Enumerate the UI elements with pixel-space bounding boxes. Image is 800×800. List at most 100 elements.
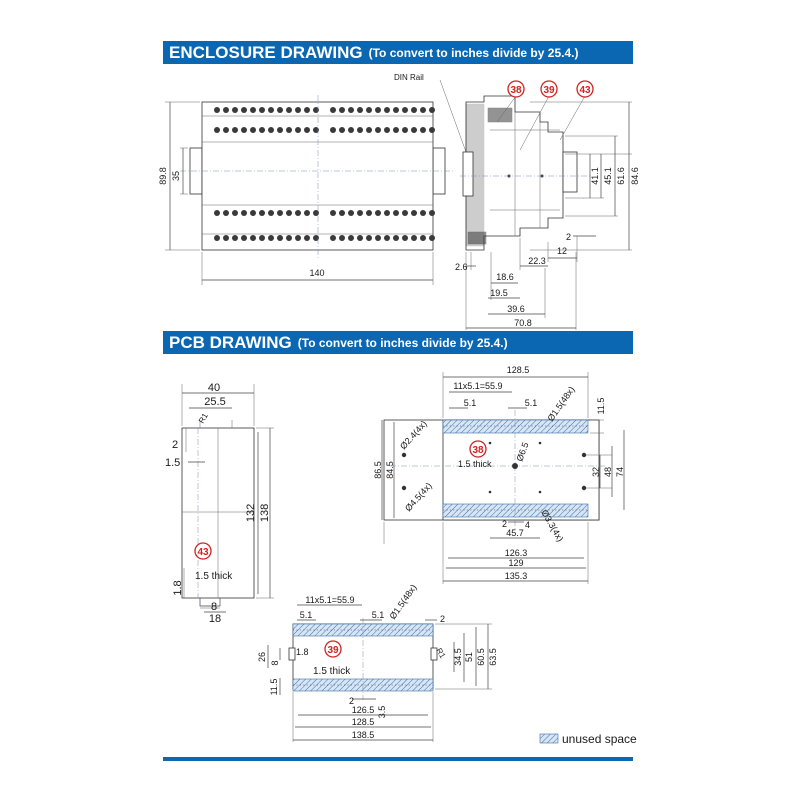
pitch-39: 11x5.1=55.9: [305, 595, 354, 605]
legend-label: unused space: [562, 732, 637, 746]
dim-18-6: 18.6: [496, 272, 514, 282]
terminal-screw: [357, 107, 363, 113]
svg-text:38: 38: [510, 85, 522, 96]
dim-8-43: 8: [211, 601, 217, 613]
terminal-screw: [214, 235, 220, 241]
terminal-screw: [330, 107, 336, 113]
dim-5-1b-39: 5.1: [372, 610, 385, 620]
terminal-screw: [357, 127, 363, 133]
terminal-screw: [277, 107, 283, 113]
dim-r1-43: R1: [197, 411, 210, 425]
terminal-screw: [304, 235, 310, 241]
terminal-screw: [304, 127, 310, 133]
dim-1-5-43: 1.5: [165, 457, 180, 469]
terminal-screw: [339, 107, 345, 113]
pcb-43-board: 40 25.5 R1 2 1.5 1.8 132 138 43 1.5 thic…: [165, 382, 274, 625]
terminal-screw: [393, 107, 399, 113]
dim-51-39: 51: [464, 652, 474, 662]
terminal-screw: [214, 107, 220, 113]
terminal-screw: [420, 127, 426, 133]
terminal-screw: [375, 235, 381, 241]
enclosure-front-view: 89.8 35 140: [158, 95, 455, 285]
pins-38: Ø1.5(48x): [545, 385, 576, 424]
dim-3-5-39: 3.5: [377, 706, 387, 719]
unused-space-legend: unused space: [539, 732, 637, 746]
terminal-screw: [232, 127, 238, 133]
dim-11-5-38: 11.5: [596, 398, 606, 415]
enclosure-drawing-banner: ENCLOSURE DRAWING (To convert to inches …: [163, 41, 633, 64]
enclosure-body: [201, 101, 434, 251]
dim-45-7-38: 45.7: [506, 528, 524, 538]
dim-74-38: 74: [615, 467, 625, 477]
dim-1-8-39: 1.8: [296, 647, 309, 657]
dim-126-3-38: 126.3: [505, 548, 528, 558]
dim-135-3-38: 135.3: [505, 571, 528, 581]
terminal-screw: [357, 235, 363, 241]
dim-39-6: 39.6: [507, 304, 525, 314]
dim-128-5-38: 128.5: [507, 365, 530, 375]
terminal-screw: [241, 235, 247, 241]
bottom-rule: [163, 757, 633, 761]
dim-8-39: 8: [270, 660, 280, 665]
terminal-screw: [250, 210, 256, 216]
dim-70-8: 70.8: [514, 318, 532, 328]
terminal-screw: [286, 210, 292, 216]
terminal-screw: [384, 127, 390, 133]
dim-41-1: 41.1: [590, 167, 600, 185]
callout-43-enclosure: 43: [576, 80, 594, 98]
terminal-screw: [366, 127, 372, 133]
terminal-screw: [241, 107, 247, 113]
terminal-screw: [232, 235, 238, 241]
thickness-39: 1.5 thick: [313, 666, 351, 677]
terminal-screw: [366, 210, 372, 216]
pitch-38: 11x5.1=55.9: [453, 381, 502, 391]
svg-text:43: 43: [579, 85, 591, 96]
terminal-screw: [250, 127, 256, 133]
terminal-screw: [384, 107, 390, 113]
terminal-screw: [366, 235, 372, 241]
dim-32-38: 32: [591, 467, 601, 477]
unused-space-bottom-38: [442, 503, 589, 518]
thickness-43: 1.5 thick: [195, 571, 233, 582]
callout-43-pcb: 43: [194, 542, 212, 560]
dim-2-38: 2: [502, 519, 507, 529]
unused-space-top-38: [442, 419, 589, 434]
dim-2-6: 2.6: [455, 262, 468, 272]
dim-63-5-39: 63.5: [488, 648, 498, 666]
callout-39-pcb: 39: [324, 640, 342, 658]
dim-5-1b-38: 5.1: [525, 398, 538, 408]
terminal-screw: [420, 235, 426, 241]
enclosure-title: ENCLOSURE DRAWING: [169, 42, 363, 62]
terminal-screw: [286, 107, 292, 113]
dim-138: 138: [259, 504, 271, 522]
terminal-screw: [295, 107, 301, 113]
dim-18-43: 18: [209, 613, 221, 625]
terminal-screw: [295, 210, 301, 216]
dim-129-38: 129: [508, 558, 523, 568]
terminal-screw: [384, 210, 390, 216]
terminal-screw: [411, 210, 417, 216]
terminal-screw: [330, 235, 336, 241]
terminal-screw: [339, 235, 345, 241]
hatch-swatch: [539, 733, 559, 744]
terminal-screw: [241, 127, 247, 133]
terminal-screw: [259, 107, 265, 113]
pcb-title: PCB DRAWING: [169, 332, 292, 352]
terminal-screw: [393, 235, 399, 241]
terminal-screw: [313, 235, 319, 241]
thickness-38: 1.5 thick: [458, 459, 492, 469]
terminal-screw: [429, 107, 435, 113]
dim-89-8: 89.8: [158, 167, 168, 185]
terminal-screw: [277, 210, 283, 216]
dim-5-1a-39: 5.1: [300, 610, 313, 620]
pcb-39-board: 11x5.1=55.9 5.1 5.1 Ø1.5(48x) 2 26 8 1.8…: [257, 583, 498, 742]
dim-48-38: 48: [603, 467, 613, 477]
terminal-screw: [259, 235, 265, 241]
dim-11-5-39: 11.5: [269, 679, 279, 696]
dim-60-5-39: 60.5: [476, 648, 486, 666]
terminal-screw: [420, 107, 426, 113]
dim-35: 35: [171, 171, 181, 181]
terminal-screw: [384, 235, 390, 241]
terminal-screw: [330, 127, 336, 133]
